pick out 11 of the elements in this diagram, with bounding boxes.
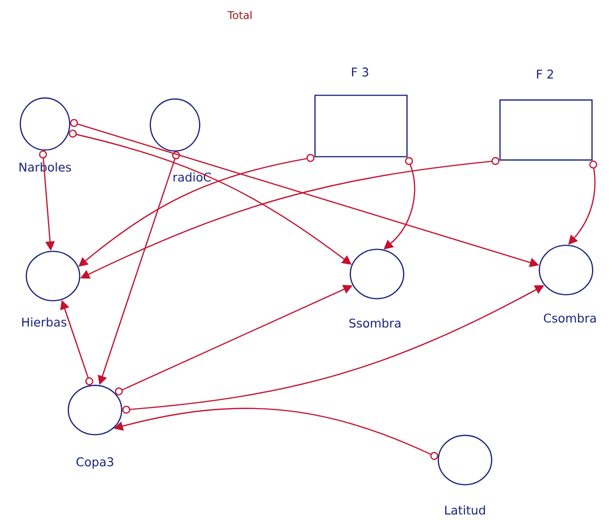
function-box: F 3: [314, 67, 408, 158]
node-label: F 2: [537, 70, 553, 78]
node-label: Latitud: [445, 505, 485, 515]
node-label: Csombra: [544, 313, 596, 323]
node-label: Copa3: [76, 457, 114, 469]
node-label: radioC: [174, 172, 211, 182]
node-label: Ssombra: [349, 318, 400, 328]
node-label: F 3: [352, 67, 368, 77]
function-box: F 2: [499, 70, 593, 161]
node-label: Hierbas: [22, 317, 66, 327]
title: Total: [228, 10, 252, 20]
